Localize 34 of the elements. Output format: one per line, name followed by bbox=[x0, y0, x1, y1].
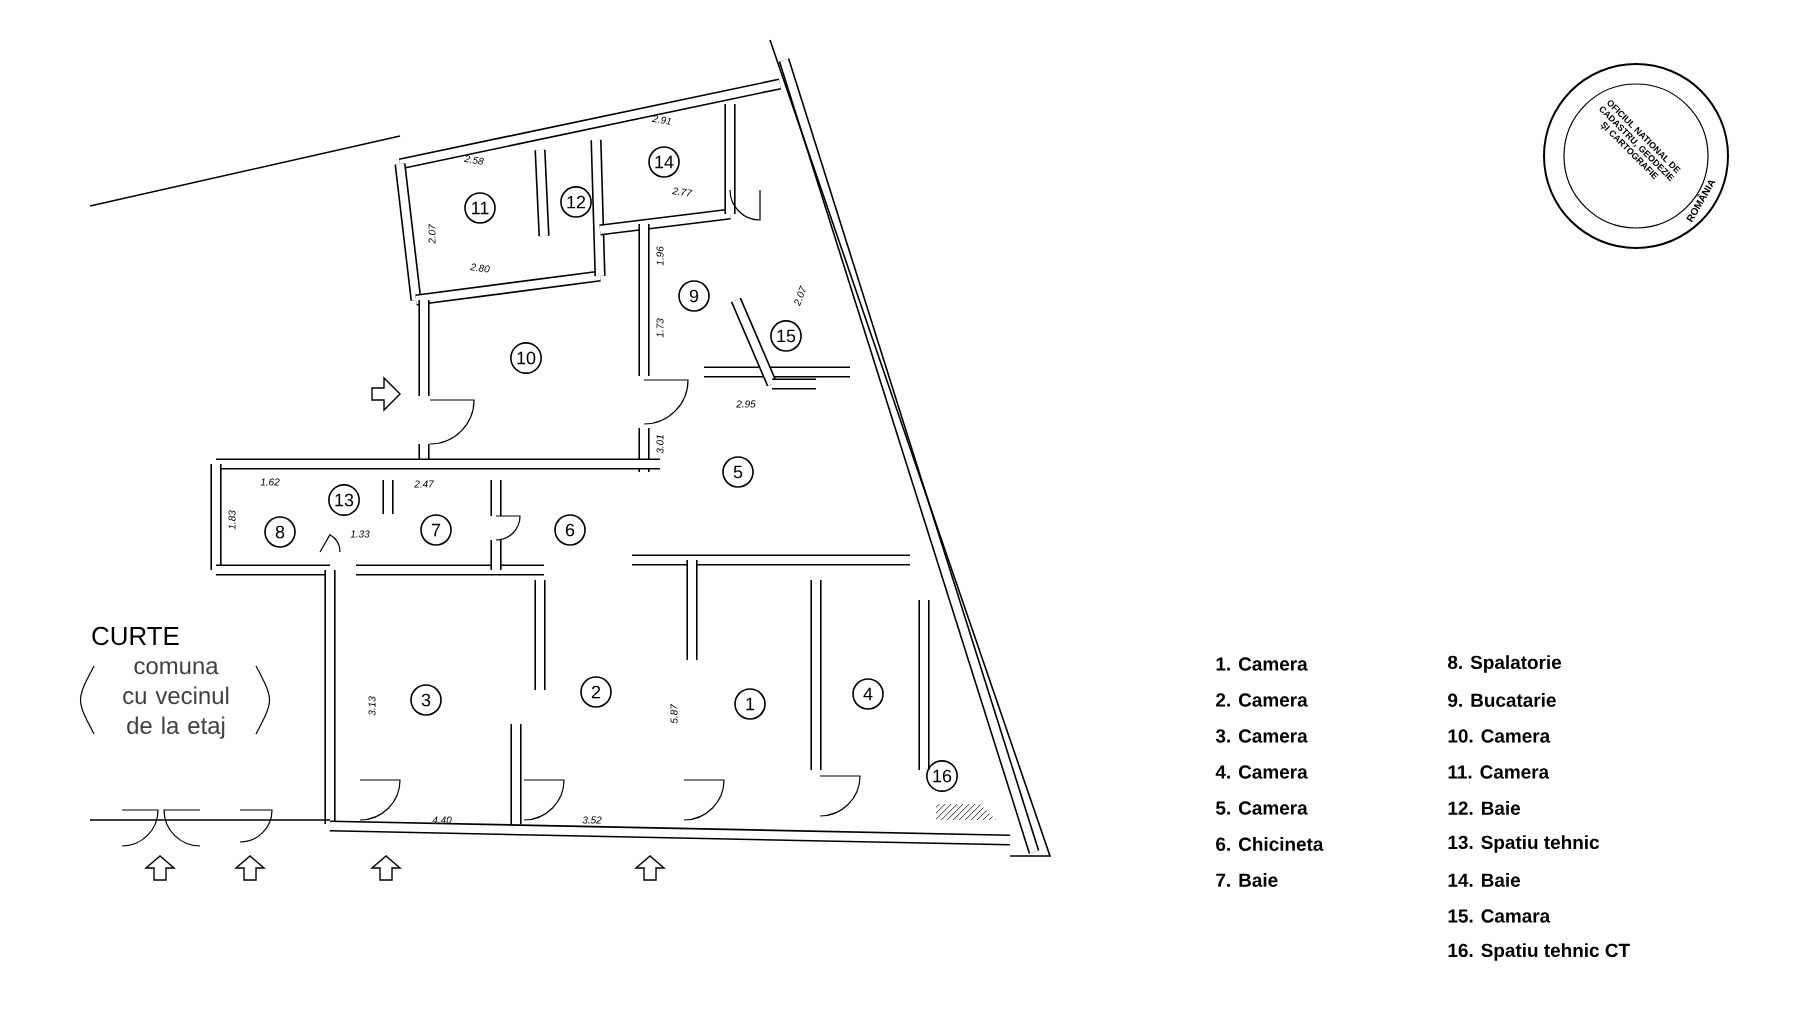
room-number: 8 bbox=[264, 516, 296, 548]
legend-item: 16. Spatiu tehnic CT bbox=[1448, 943, 1630, 961]
legend-item: 11. Camera bbox=[1448, 765, 1550, 779]
room-number: 16 bbox=[926, 760, 958, 792]
room-number: 2 bbox=[580, 676, 612, 708]
legend-item: 1. Camera bbox=[1216, 657, 1308, 671]
room-number: 11 bbox=[464, 192, 496, 224]
room-number: 9 bbox=[678, 280, 710, 312]
legend-item: 3. Camera bbox=[1215, 729, 1308, 743]
legend-item: 13. Spatiu tehnic bbox=[1448, 835, 1599, 853]
legend-item: 9. Bucatarie bbox=[1448, 693, 1556, 707]
room-number: 7 bbox=[420, 514, 452, 546]
yard-note: comuna cu vecinul de la etaj bbox=[123, 661, 229, 739]
room-number: 10 bbox=[510, 342, 542, 374]
legend-item: 5. Camera bbox=[1216, 801, 1308, 815]
legend-item: 8. Spalatorie bbox=[1448, 655, 1562, 673]
legend-item: 14. Baie bbox=[1448, 873, 1521, 887]
room-number: 14 bbox=[648, 146, 680, 178]
room-number: 5 bbox=[722, 456, 754, 488]
legend-item: 2. Camera bbox=[1216, 693, 1308, 707]
legend-item: 6. Chicineta bbox=[1216, 837, 1324, 851]
room-number: 4 bbox=[852, 678, 884, 710]
legend-item: 15. Camara bbox=[1448, 909, 1551, 923]
legend-item: 7. Baie bbox=[1216, 873, 1278, 887]
room-number: 15 bbox=[770, 320, 802, 352]
room-number: 3 bbox=[410, 684, 442, 716]
legend-item: 12. Baie bbox=[1448, 801, 1521, 815]
legend-item: 4. Camera bbox=[1215, 765, 1308, 779]
room-number: 12 bbox=[560, 186, 592, 218]
room-number: 6 bbox=[554, 514, 586, 546]
room-number: 13 bbox=[328, 484, 360, 516]
room-number: 1 bbox=[734, 688, 766, 720]
yard-label: CURTE bbox=[92, 626, 179, 646]
legend-item: 10. Camera bbox=[1448, 729, 1551, 743]
